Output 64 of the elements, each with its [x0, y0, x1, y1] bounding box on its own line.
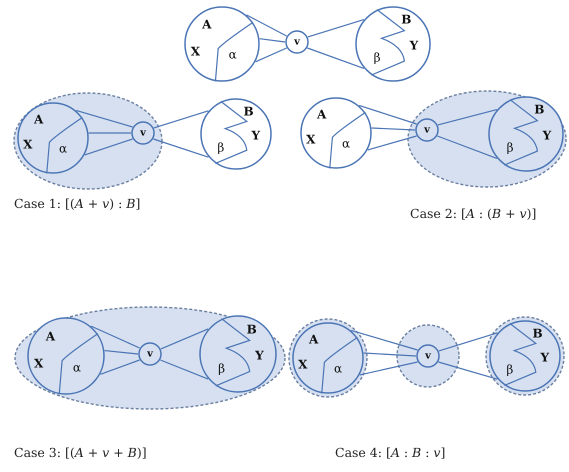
- region-letter: A: [46, 330, 56, 343]
- connector-line: [438, 109, 498, 126]
- region-letter: X: [298, 358, 308, 372]
- connector-line: [372, 127, 416, 131]
- region-letter: A: [34, 114, 44, 126]
- angle-label: β: [506, 142, 514, 155]
- region-letter: A: [316, 108, 326, 122]
- connector-line: [308, 19, 364, 38]
- region-letter: B: [244, 105, 254, 118]
- connector-line: [358, 104, 417, 125]
- connector-line: [154, 110, 209, 128]
- vertex-label: v: [294, 36, 300, 48]
- region-letter: X: [34, 357, 44, 370]
- angle-label: β: [374, 52, 380, 65]
- angle-label: β: [506, 363, 514, 376]
- connector-line: [260, 38, 286, 43]
- connector-line: [160, 328, 208, 350]
- region-letter: A: [202, 18, 212, 32]
- angle-label: β: [217, 141, 224, 154]
- connector-line: [90, 326, 140, 349]
- vertex-label: v: [147, 348, 153, 360]
- region-letter: B: [401, 14, 412, 27]
- connector-line: [438, 361, 498, 380]
- case-caption: Case 2: [A : (B + v)]: [410, 206, 536, 221]
- connector-line: [360, 361, 418, 376]
- region-letter: B: [532, 327, 543, 340]
- connector-line: [255, 47, 287, 62]
- case-caption: Case 4: [A : B : v]: [335, 445, 446, 460]
- region-letter: A: [308, 334, 318, 346]
- angle-label: β: [218, 362, 226, 376]
- connector-line: [246, 14, 287, 37]
- vertex-label: v: [140, 126, 146, 140]
- vertex-label: v: [425, 350, 431, 362]
- region-letter: Y: [542, 129, 552, 142]
- region-letter: Y: [255, 349, 264, 362]
- region-letter: B: [246, 323, 257, 336]
- connector-line: [84, 138, 133, 156]
- connector-line: [104, 350, 138, 355]
- region-letter: Y: [252, 129, 260, 142]
- angle-label: α: [228, 48, 237, 62]
- region-letter: X: [23, 138, 32, 152]
- connector-line: [76, 110, 133, 128]
- region-letter: Y: [410, 39, 418, 52]
- case-caption: Case 1: [(A + v) : B]: [14, 196, 140, 211]
- region-letter: X: [190, 45, 200, 58]
- angle-label: α: [72, 361, 81, 374]
- angle-label: α: [342, 137, 350, 150]
- connector-line: [438, 332, 498, 352]
- angle-label: α: [59, 142, 68, 156]
- connector-line: [160, 359, 208, 380]
- connector-line: [307, 47, 364, 69]
- region-letter: Y: [540, 351, 550, 364]
- vertex-label: v: [424, 124, 430, 136]
- connector-line: [88, 132, 131, 134]
- connector-line: [368, 135, 417, 150]
- connector-line: [350, 330, 418, 351]
- case-caption: Case 3: [(A + v + B)]: [14, 445, 147, 460]
- connector-line: [437, 135, 498, 159]
- region-letter: B: [534, 104, 544, 117]
- connector-line: [153, 138, 209, 158]
- region-letter: X: [306, 134, 316, 147]
- connector-line: [364, 352, 416, 357]
- angle-label: α: [334, 362, 342, 376]
- connector-line: [100, 359, 140, 375]
